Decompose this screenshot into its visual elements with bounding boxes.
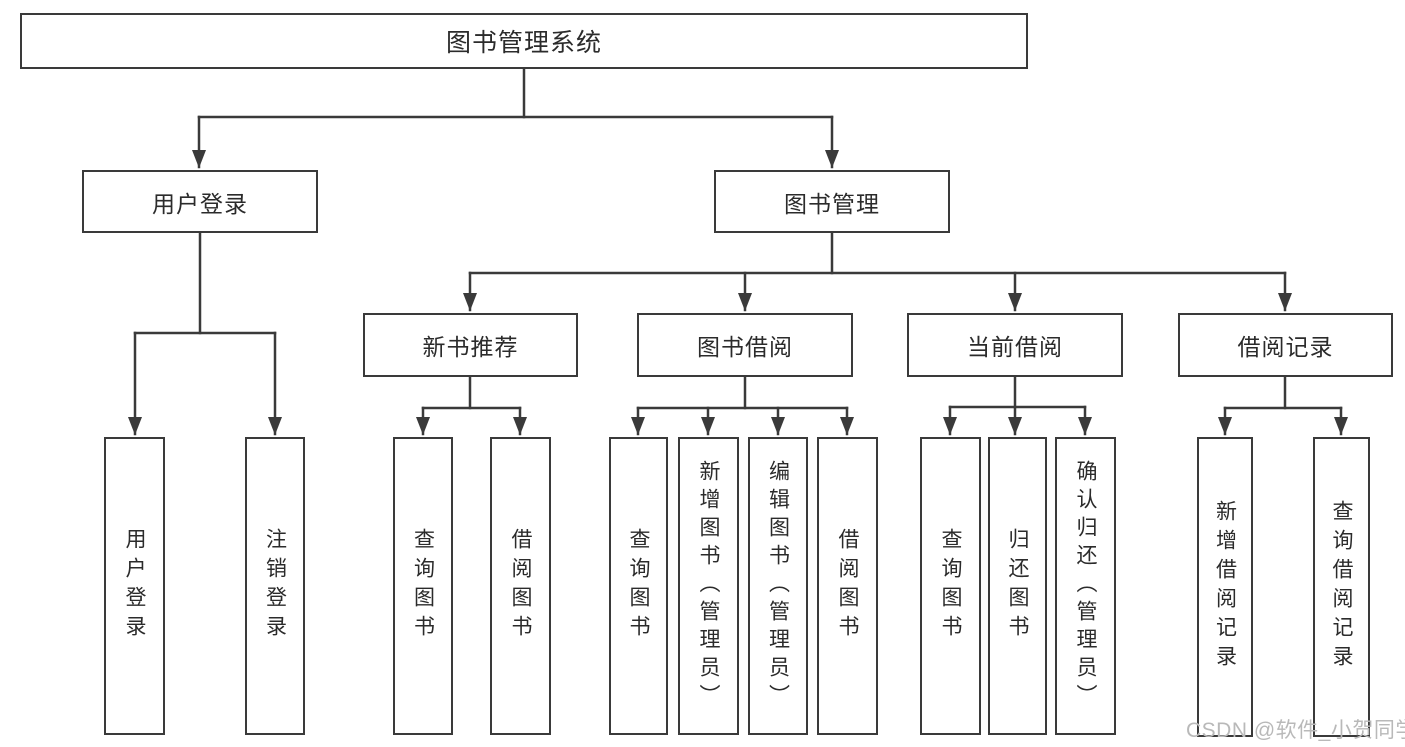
node-label: 用户登录 [123,528,146,644]
node-user-login: 用户登录 [82,170,318,233]
leaf-borrow-query: 查询图书 [609,437,668,735]
leaf-logout: 注销登录 [245,437,305,735]
leaf-borrow-add-admin: 新增图书（管理员） [678,437,739,735]
node-label: 图书管理系统 [445,29,602,57]
leaf-newbook-borrow: 借阅图书 [490,437,551,735]
node-current-borrow: 当前借阅 [907,313,1123,377]
node-book-management: 图书管理 [714,170,950,233]
csdn-watermark: CSDN @软件_小贺同学 [1186,719,1405,742]
node-label: 借阅图书 [509,528,532,644]
leaf-borrow-book: 借阅图书 [817,437,878,735]
node-label: 新增借阅记录 [1213,500,1237,674]
node-label: 用户登录 [152,190,248,217]
leaf-newbook-query: 查询图书 [393,437,453,735]
leaf-records-query: 查询借阅记录 [1313,437,1370,737]
node-label: 查询图书 [939,528,962,644]
node-label: 借阅记录 [1237,334,1334,360]
leaf-user-login: 用户登录 [104,437,165,735]
node-label: 注销登录 [263,528,287,644]
node-label: 新增图书（管理员） [697,460,720,712]
leaf-current-confirm-admin: 确认归还（管理员） [1055,437,1116,735]
node-label: 编辑图书（管理员） [766,460,790,712]
node-label: 当前借阅 [967,334,1063,360]
node-borrow-records: 借阅记录 [1178,313,1393,377]
leaf-records-add: 新增借阅记录 [1197,437,1253,737]
node-book-borrow: 图书借阅 [637,313,853,377]
leaf-current-query: 查询图书 [920,437,981,735]
node-label: 图书借阅 [697,334,793,360]
node-label: 查询图书 [411,528,435,644]
node-label: 图书管理 [784,190,880,217]
node-label: 借阅图书 [836,528,859,644]
node-system-root: 图书管理系统 [20,13,1028,69]
node-label: 查询图书 [627,528,650,644]
node-label: 查询借阅记录 [1330,500,1353,674]
node-label: 归还图书 [1006,528,1029,644]
leaf-borrow-edit-admin: 编辑图书（管理员） [748,437,808,735]
node-new-book-recommend: 新书推荐 [363,313,578,377]
node-label: 新书推荐 [422,334,519,360]
node-label: 确认归还（管理员） [1074,460,1097,712]
leaf-current-return: 归还图书 [988,437,1047,735]
